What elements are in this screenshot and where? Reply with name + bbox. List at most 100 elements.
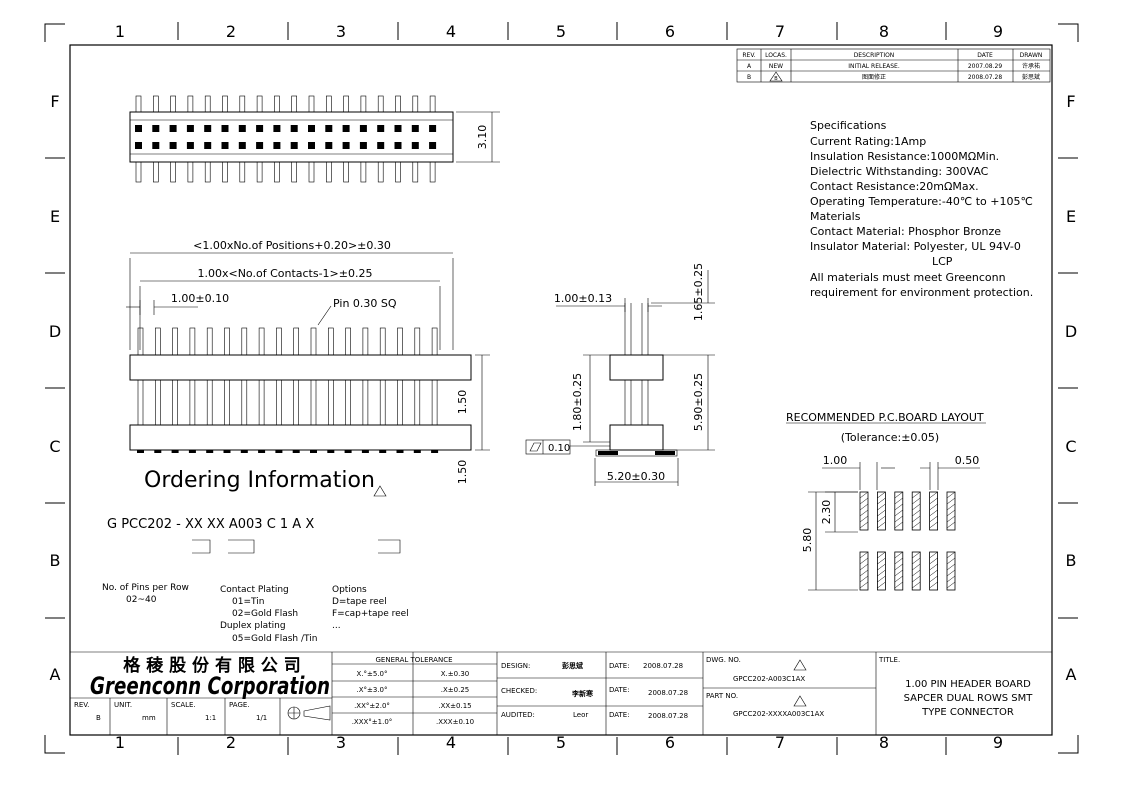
company-name-en: Greenconn Corporation [90,672,330,700]
duplex-option: 05=Gold Flash /Tin [232,634,317,644]
pad-hatch [877,515,886,523]
pad-hatch [877,521,886,529]
pad-hatch [859,521,869,529]
rev-cell: NEW [769,63,783,70]
pin-top-upper [377,95,384,113]
pin-front-mid [189,379,196,426]
pcb-pad [929,491,938,531]
pin-front [189,327,196,356]
row-label-left: A [50,665,61,684]
pcb-pad [859,551,869,591]
pin-front-mid [431,379,438,426]
spec-line: Contact Material: Phosphor Bronze [810,225,1001,238]
pad-hatch [894,563,903,571]
pcb-layout: RECOMMENDED P.C.BOARD LAYOUT (Tolerance:… [786,411,986,591]
pin-front [414,327,421,356]
pad-hatch [877,509,886,517]
pin-top-lower [377,161,384,183]
solder-pad [359,142,367,149]
col-label-top: 6 [665,22,675,41]
row-label-right: C [1065,437,1076,456]
ordering-title: Ordering Information [144,468,375,493]
pin-solder-tail [292,450,300,453]
pin-top-upper [291,95,298,113]
spec-line: Insulator Material: Polyester, UL 94V-0 [810,240,1021,253]
pin-front-mid [224,379,230,426]
rev-cell: 图面修正 [862,73,886,81]
pin-top-upper [153,95,159,113]
pin-front-mid [206,379,213,426]
pad-hatch [912,551,921,559]
pad-hatch [894,509,903,517]
pin-solder-tail [310,450,317,453]
pin-top-upper [239,95,246,113]
audited-value: Leor [573,711,588,719]
row-label-right: A [1066,665,1077,684]
pin-front-mid [276,379,282,426]
pin-front [172,327,178,356]
corner-marks [44,23,1079,754]
solder-pad [135,142,142,149]
tolerance-title: GENERAL TOLERANCE [375,656,452,664]
tol-angle: .X°±3.0° [356,686,387,694]
pin-top-lower [135,161,142,183]
pcb-pad [911,491,921,531]
pin-front-mid [293,379,300,426]
pin-solder-tail [188,450,196,453]
solder-pad [342,142,350,149]
pad-hatch [894,515,903,523]
pad-hatch [877,551,886,559]
pad-hatch [912,563,921,571]
solder-pad [204,125,212,132]
pin-top-lower [239,161,246,183]
pin-solder-tail [275,450,283,453]
solder-pad [429,125,437,132]
pcb-pad [877,491,886,531]
pin-front-mid [397,379,403,426]
pad-hatch [859,497,869,505]
pad-hatch [859,569,869,577]
row-label-left: B [50,551,61,570]
col-label-bottom: 7 [775,733,785,752]
pin-top-upper [395,95,401,113]
row-label-right: F [1066,92,1075,111]
row-label-left: D [49,322,61,341]
rev-label: REV. [74,701,89,709]
audited-label: AUDITED: [501,711,535,719]
pin-front-mid [258,379,265,426]
drawing-title-line: TYPE CONNECTOR [921,707,1014,718]
rev-triangle-icon [793,695,807,707]
revision-table: REV. LOCAS. DESCRIPTION DATE DRAWN A NEW… [736,48,1051,83]
pin-front [362,327,369,356]
col-label-top: 3 [336,22,346,41]
pad-hatch [912,515,921,523]
pad-hatch [929,557,938,565]
date-value: 2008.07.28 [648,689,688,697]
spec-heading: Specifications [810,119,887,132]
dim-side-pitch: 1.00±0.13 [554,292,612,305]
rev-value: B [96,714,101,722]
pcb-pad [929,551,938,591]
spec-line: All materials must meet Greenconn [810,271,1006,284]
col-label-bottom: 3 [336,733,346,752]
plating-label: Contact Plating [220,585,289,595]
checked-label: CHECKED: [501,687,537,695]
solder-pad [308,125,315,132]
pad-hatch [929,551,938,559]
pad-hatch [946,563,956,571]
col-label-top: 2 [226,22,236,41]
date-label: DATE: [609,711,630,719]
part-label: PART NO. [706,692,738,700]
pad-hatch [912,569,921,577]
ordering-info: Ordering Information G PCC202 - XX XX A0… [102,468,409,644]
pad-hatch [929,575,938,583]
pcb-title: RECOMMENDED P.C.BOARD LAYOUT [786,411,984,424]
specifications: Specifications Current Rating:1Amp Insul… [810,119,1033,299]
pad-hatch [929,509,938,517]
solder-pad [290,125,298,132]
pad-hatch [877,569,886,577]
dwg-value: GPCC202-A003C1AX [733,675,805,683]
part-value: GPCC202-XXXXA003C1AX [733,710,824,718]
pin-top-lower [222,161,228,183]
pin-front-mid [327,379,334,426]
